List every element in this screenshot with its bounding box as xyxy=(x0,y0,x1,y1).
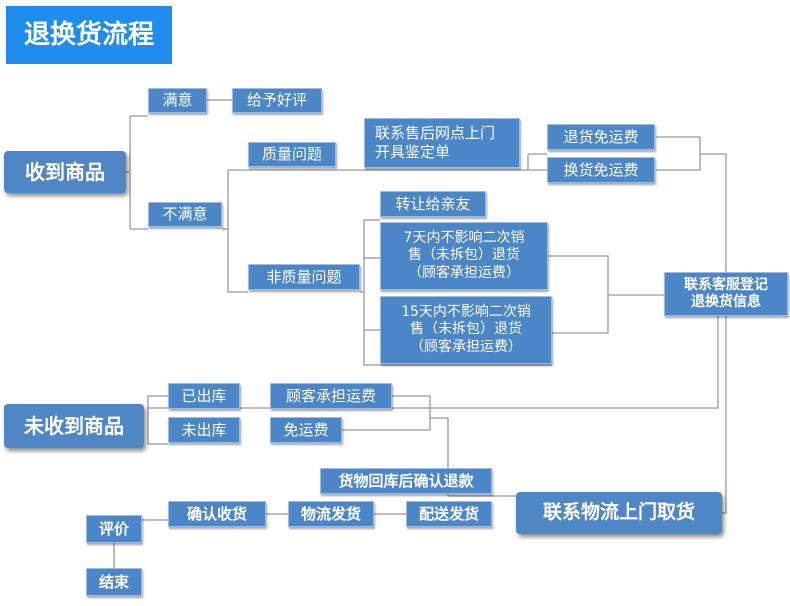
node-seven-day: 7天内不影响二次销 售（未拆包）退货 （顾客承担运费） xyxy=(380,222,548,290)
node-received: 收到商品 xyxy=(4,151,126,193)
node-non-quality-issue: 非质量问题 xyxy=(248,264,360,290)
node-delivery-ship: 配送发货 xyxy=(406,501,492,527)
node-evaluate: 评价 xyxy=(86,515,142,543)
node-confirm-receipt: 确认收货 xyxy=(168,501,266,527)
node-free-shipping: 免运费 xyxy=(270,417,342,443)
node-return-free: 退货免运费 xyxy=(547,124,655,150)
node-customer-pays: 顾客承担运费 xyxy=(270,383,392,409)
page-title: 退换货流程 xyxy=(6,6,172,64)
node-transfer: 转让给亲友 xyxy=(380,191,486,217)
node-pickup: 联系物流上门取货 xyxy=(516,492,722,534)
node-goods-returned: 货物回库后确认退款 xyxy=(320,468,492,494)
node-shipped: 已出库 xyxy=(168,383,240,409)
node-contact-cs: 联系客服登记 退换货信息 xyxy=(664,272,788,316)
node-good-review: 给予好评 xyxy=(232,88,322,113)
node-fifteen-day: 15天内不影响二次销 售（未拆包）退货 （顾客承担运费） xyxy=(380,296,552,364)
node-not-shipped: 未出库 xyxy=(168,417,240,443)
node-satisfied: 满意 xyxy=(148,88,207,113)
node-exchange-free: 换货免运费 xyxy=(547,157,655,183)
node-logistics-ship: 物流发货 xyxy=(288,501,374,527)
node-unsatisfied: 不满意 xyxy=(148,202,222,227)
node-end: 结束 xyxy=(86,568,142,596)
node-appraisal: 联系售后网点上门 开具鉴定单 xyxy=(364,118,520,168)
node-quality-issue: 质量问题 xyxy=(248,142,336,167)
node-not-received: 未收到商品 xyxy=(4,404,144,448)
